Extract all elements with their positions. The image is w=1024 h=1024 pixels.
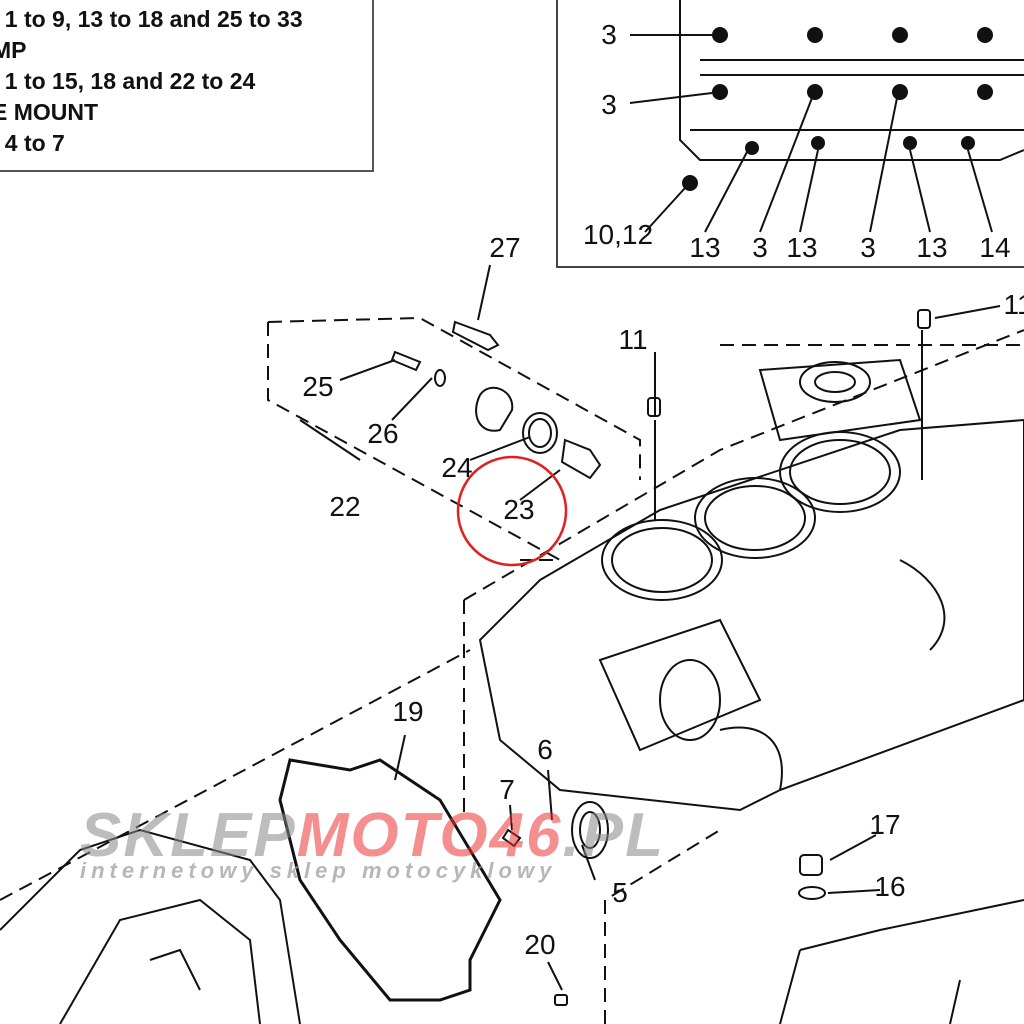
callout-label: 3 xyxy=(752,232,768,263)
note-line: . 1 to 9, 13 to 18 and 25 to 33 xyxy=(0,6,303,32)
callout-11[interactable]: 11 xyxy=(618,324,648,355)
note-line: . 1 to 15, 18 and 22 to 24 xyxy=(0,68,256,94)
callout-label: 3 xyxy=(601,89,617,120)
callout-17[interactable]: 17 xyxy=(869,809,901,840)
callout-label: 13 xyxy=(916,232,948,263)
callout-6[interactable]: 6 xyxy=(537,734,553,765)
callout-20[interactable]: 20 xyxy=(524,929,556,960)
callout-5[interactable]: 5 xyxy=(612,877,628,908)
inset-crankcase xyxy=(629,0,1024,233)
callout-19[interactable]: 19 xyxy=(392,696,424,727)
callout-26[interactable]: 26 xyxy=(367,418,399,449)
note-line: E MOUNT xyxy=(0,99,99,125)
callout-label: 10,12 xyxy=(582,219,654,250)
callout-label: 3 xyxy=(601,19,617,50)
notes-box: . 1 to 9, 13 to 18 and 25 to 33 MP . 1 t… xyxy=(0,0,374,172)
callout-23[interactable]: 23 xyxy=(503,494,535,525)
note-line: MP xyxy=(0,37,27,63)
highlight-circle xyxy=(456,455,568,567)
callout-25[interactable]: 25 xyxy=(302,371,334,402)
watermark-logo: SKLEPMOTO46.PL xyxy=(80,801,665,870)
cylinder-block xyxy=(478,358,1024,1024)
callout-label: 3 xyxy=(860,232,876,263)
note-line: . 4 to 7 xyxy=(0,130,65,156)
callout-7[interactable]: 7 xyxy=(499,774,515,805)
callout-22[interactable]: 22 xyxy=(329,491,361,522)
callout-24[interactable]: 24 xyxy=(441,452,473,483)
callout-16[interactable]: 16 xyxy=(874,871,906,902)
callout-11-right[interactable]: 11 xyxy=(1003,289,1024,320)
callout-27[interactable]: 27 xyxy=(489,232,521,263)
callout-label: 14 xyxy=(979,232,1011,263)
watermark-tagline: internetowy sklep motocyklowy xyxy=(80,858,557,883)
callout-label: 13 xyxy=(786,232,818,263)
bolt-detail-inset xyxy=(556,0,1024,268)
callout-label: 13 xyxy=(689,232,721,263)
